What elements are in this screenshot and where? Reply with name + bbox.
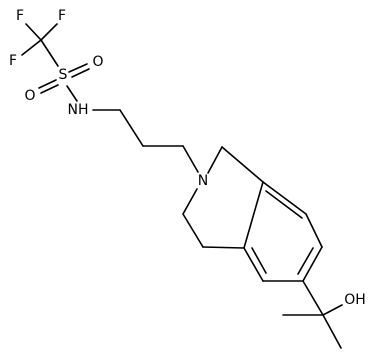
bond-c3-n2 xyxy=(182,145,199,173)
bond-n2-c3r xyxy=(182,188,198,215)
bond-cq-oh xyxy=(322,304,343,316)
atom-label-o2: O xyxy=(24,88,35,104)
bond-cq-me2 xyxy=(322,314,342,349)
bonds xyxy=(21,23,343,349)
bond-c8-c7 xyxy=(305,213,323,248)
bond-c8a-c8-inner xyxy=(265,190,303,219)
bond-c3r-c4r xyxy=(182,213,204,248)
bond-c8a-c8 xyxy=(262,181,307,215)
bond-c6-cq xyxy=(302,280,324,316)
atom-label-nh: NH xyxy=(68,102,89,118)
atom-label-oh: OH xyxy=(344,292,366,308)
atom-label-f1: F xyxy=(16,8,24,24)
bond-c-f1 xyxy=(25,23,42,41)
bond-s-o2-a xyxy=(38,79,57,89)
bond-c1-c2 xyxy=(119,109,144,147)
bond-c8a-c4a xyxy=(243,181,264,249)
bond-c-s xyxy=(40,39,59,67)
bond-s-o1-a xyxy=(68,63,88,73)
bond-c7-c6 xyxy=(302,246,323,282)
bond-c4r-c4a xyxy=(202,246,245,249)
bond-c1r-c8a xyxy=(221,146,264,183)
bond-c7-c6-inner xyxy=(297,247,314,275)
bond-s-n xyxy=(66,85,78,102)
atom-label-n: N xyxy=(198,173,208,189)
bond-s-o2-b xyxy=(40,84,59,94)
bond-c-f2 xyxy=(40,23,58,41)
atom-label-s: S xyxy=(59,67,68,83)
bond-n2-c1r xyxy=(207,146,223,174)
atom-label-f3: F xyxy=(9,53,17,69)
atom-label-o1: O xyxy=(92,54,103,70)
bond-c5-c4a xyxy=(243,247,264,282)
atom-labels: F F F S O O NH N OH xyxy=(9,8,366,308)
bond-c-f3 xyxy=(21,39,42,56)
bond-s-o1-b xyxy=(71,68,90,78)
bond-c5-c4a-inner xyxy=(251,247,267,274)
atom-label-f2: F xyxy=(58,8,66,24)
